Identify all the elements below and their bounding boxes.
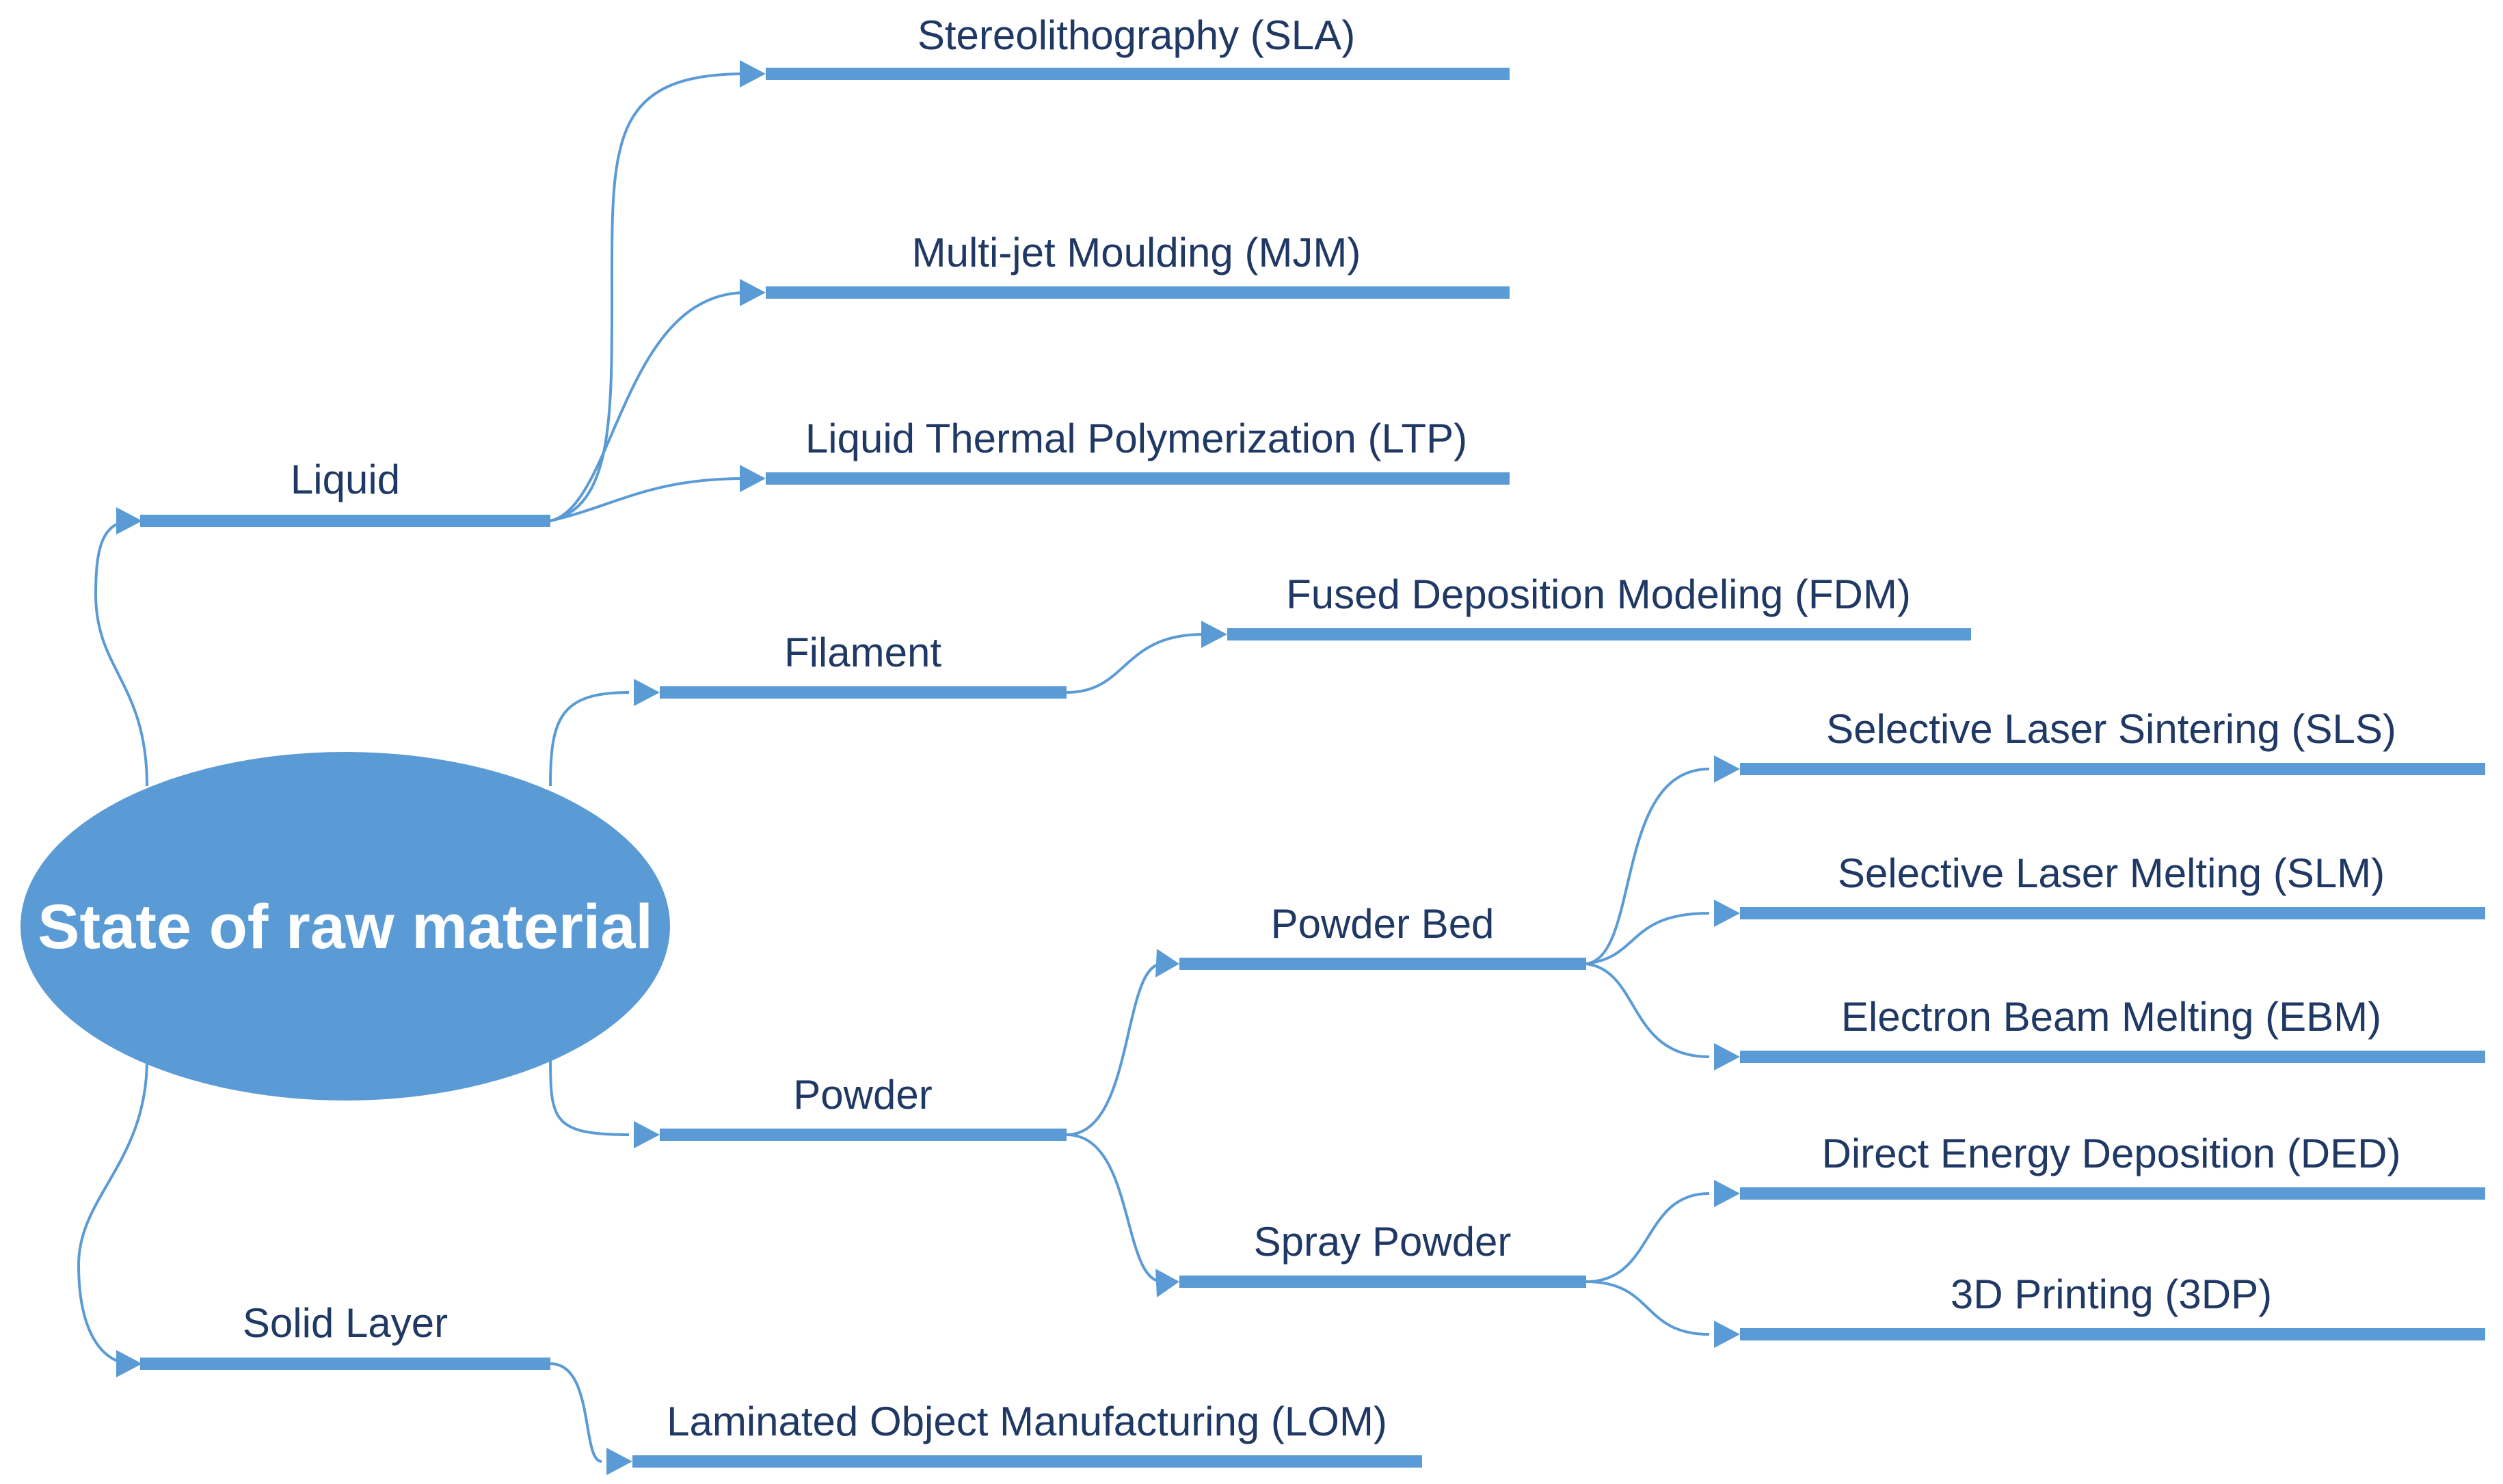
arrow-solid-layer <box>116 1350 142 1377</box>
bar-ltp <box>766 472 1510 485</box>
label-ltp: Liquid Thermal Polymerization (LTP) <box>805 416 1467 461</box>
bar-slm <box>1740 907 2485 919</box>
label-powder-bed: Powder Bed <box>1271 901 1495 947</box>
connector-spray-powder-3dp <box>1585 1280 1710 1336</box>
bar-fdm <box>1227 628 1971 640</box>
bar-3dp <box>1740 1328 2485 1340</box>
label-ebm: Electron Beam Melting (EBM) <box>1841 994 2381 1040</box>
root-node: State of raw material <box>21 752 670 1101</box>
connector-powder-bed-sls <box>1585 768 1710 965</box>
arrow-powder <box>634 1121 660 1148</box>
bar-spray-powder <box>1179 1276 1586 1288</box>
connector-liquid-mjm <box>550 291 746 522</box>
arrow-sls <box>1714 755 1740 783</box>
arrow-filament <box>634 679 660 706</box>
connector-filament-fdm <box>1066 633 1204 694</box>
bar-solid-layer <box>140 1358 550 1370</box>
node-labels: Liquid Filament Powder Solid Layer Powde… <box>243 12 2401 1444</box>
arrow-liquid <box>116 507 142 535</box>
label-solid-layer: Solid Layer <box>243 1300 448 1346</box>
node-bars <box>140 68 2485 1468</box>
bar-mjm <box>766 286 1510 299</box>
bar-ded <box>1740 1187 2485 1200</box>
label-3dp: 3D Printing (3DP) <box>1951 1271 2272 1317</box>
arrow-mjm <box>740 279 766 306</box>
connector-root-liquid <box>94 520 148 787</box>
connector-root-solid-layer <box>77 1059 148 1365</box>
label-sla: Stereolithography (SLA) <box>918 12 1355 58</box>
connectors <box>77 72 1710 1463</box>
connector-powder-bed-ebm <box>1585 962 1710 1058</box>
label-powder: Powder <box>793 1072 932 1118</box>
arrow-ded <box>1714 1180 1740 1207</box>
root-ellipse <box>21 752 670 1101</box>
bar-powder-bed <box>1179 958 1586 970</box>
label-sls: Selective Laser Sintering (SLS) <box>1826 706 2396 752</box>
label-fdm: Fused Deposition Modeling (FDM) <box>1286 571 1911 617</box>
bar-sls <box>1740 763 2485 775</box>
connector-spray-powder-ded <box>1585 1192 1710 1283</box>
bar-ebm <box>1740 1051 2485 1063</box>
connector-root-filament <box>549 691 630 787</box>
connector-root-powder <box>549 1059 630 1136</box>
root-label: State of raw material <box>38 892 653 962</box>
bar-liquid <box>140 515 550 527</box>
arrow-ltp <box>740 465 766 492</box>
connector-powder-powder-bed <box>1066 962 1163 1136</box>
label-liquid: Liquid <box>291 457 400 502</box>
connector-liquid-sla <box>550 72 746 522</box>
bar-lom <box>632 1455 1422 1468</box>
arrow-slm <box>1714 900 1740 927</box>
arrowheads <box>116 60 1740 1475</box>
arrow-lom <box>606 1448 632 1475</box>
connector-liquid-ltp <box>550 477 746 522</box>
arrow-spray-powder <box>1155 1269 1179 1297</box>
label-slm: Selective Laser Melting (SLM) <box>1838 850 2385 896</box>
connector-powder-spray-powder <box>1066 1133 1163 1283</box>
label-ded: Direct Energy Deposition (DED) <box>1822 1131 2401 1176</box>
label-mjm: Multi-jet Moulding (MJM) <box>912 230 1361 275</box>
bar-powder <box>660 1129 1067 1141</box>
arrow-ebm <box>1714 1043 1740 1070</box>
arrow-powder-bed <box>1155 949 1179 977</box>
bar-sla <box>766 68 1510 80</box>
label-filament: Filament <box>784 630 941 675</box>
label-spray-powder: Spray Powder <box>1254 1219 1512 1265</box>
arrow-fdm <box>1201 621 1227 648</box>
label-lom: Laminated Object Manufacturing (LOM) <box>667 1399 1387 1444</box>
arrow-3dp <box>1714 1321 1740 1348</box>
arrow-sla <box>740 60 766 87</box>
connector-solid-layer-lom <box>550 1362 602 1463</box>
bar-filament <box>660 686 1067 699</box>
connector-powder-bed-slm <box>1585 912 1710 965</box>
